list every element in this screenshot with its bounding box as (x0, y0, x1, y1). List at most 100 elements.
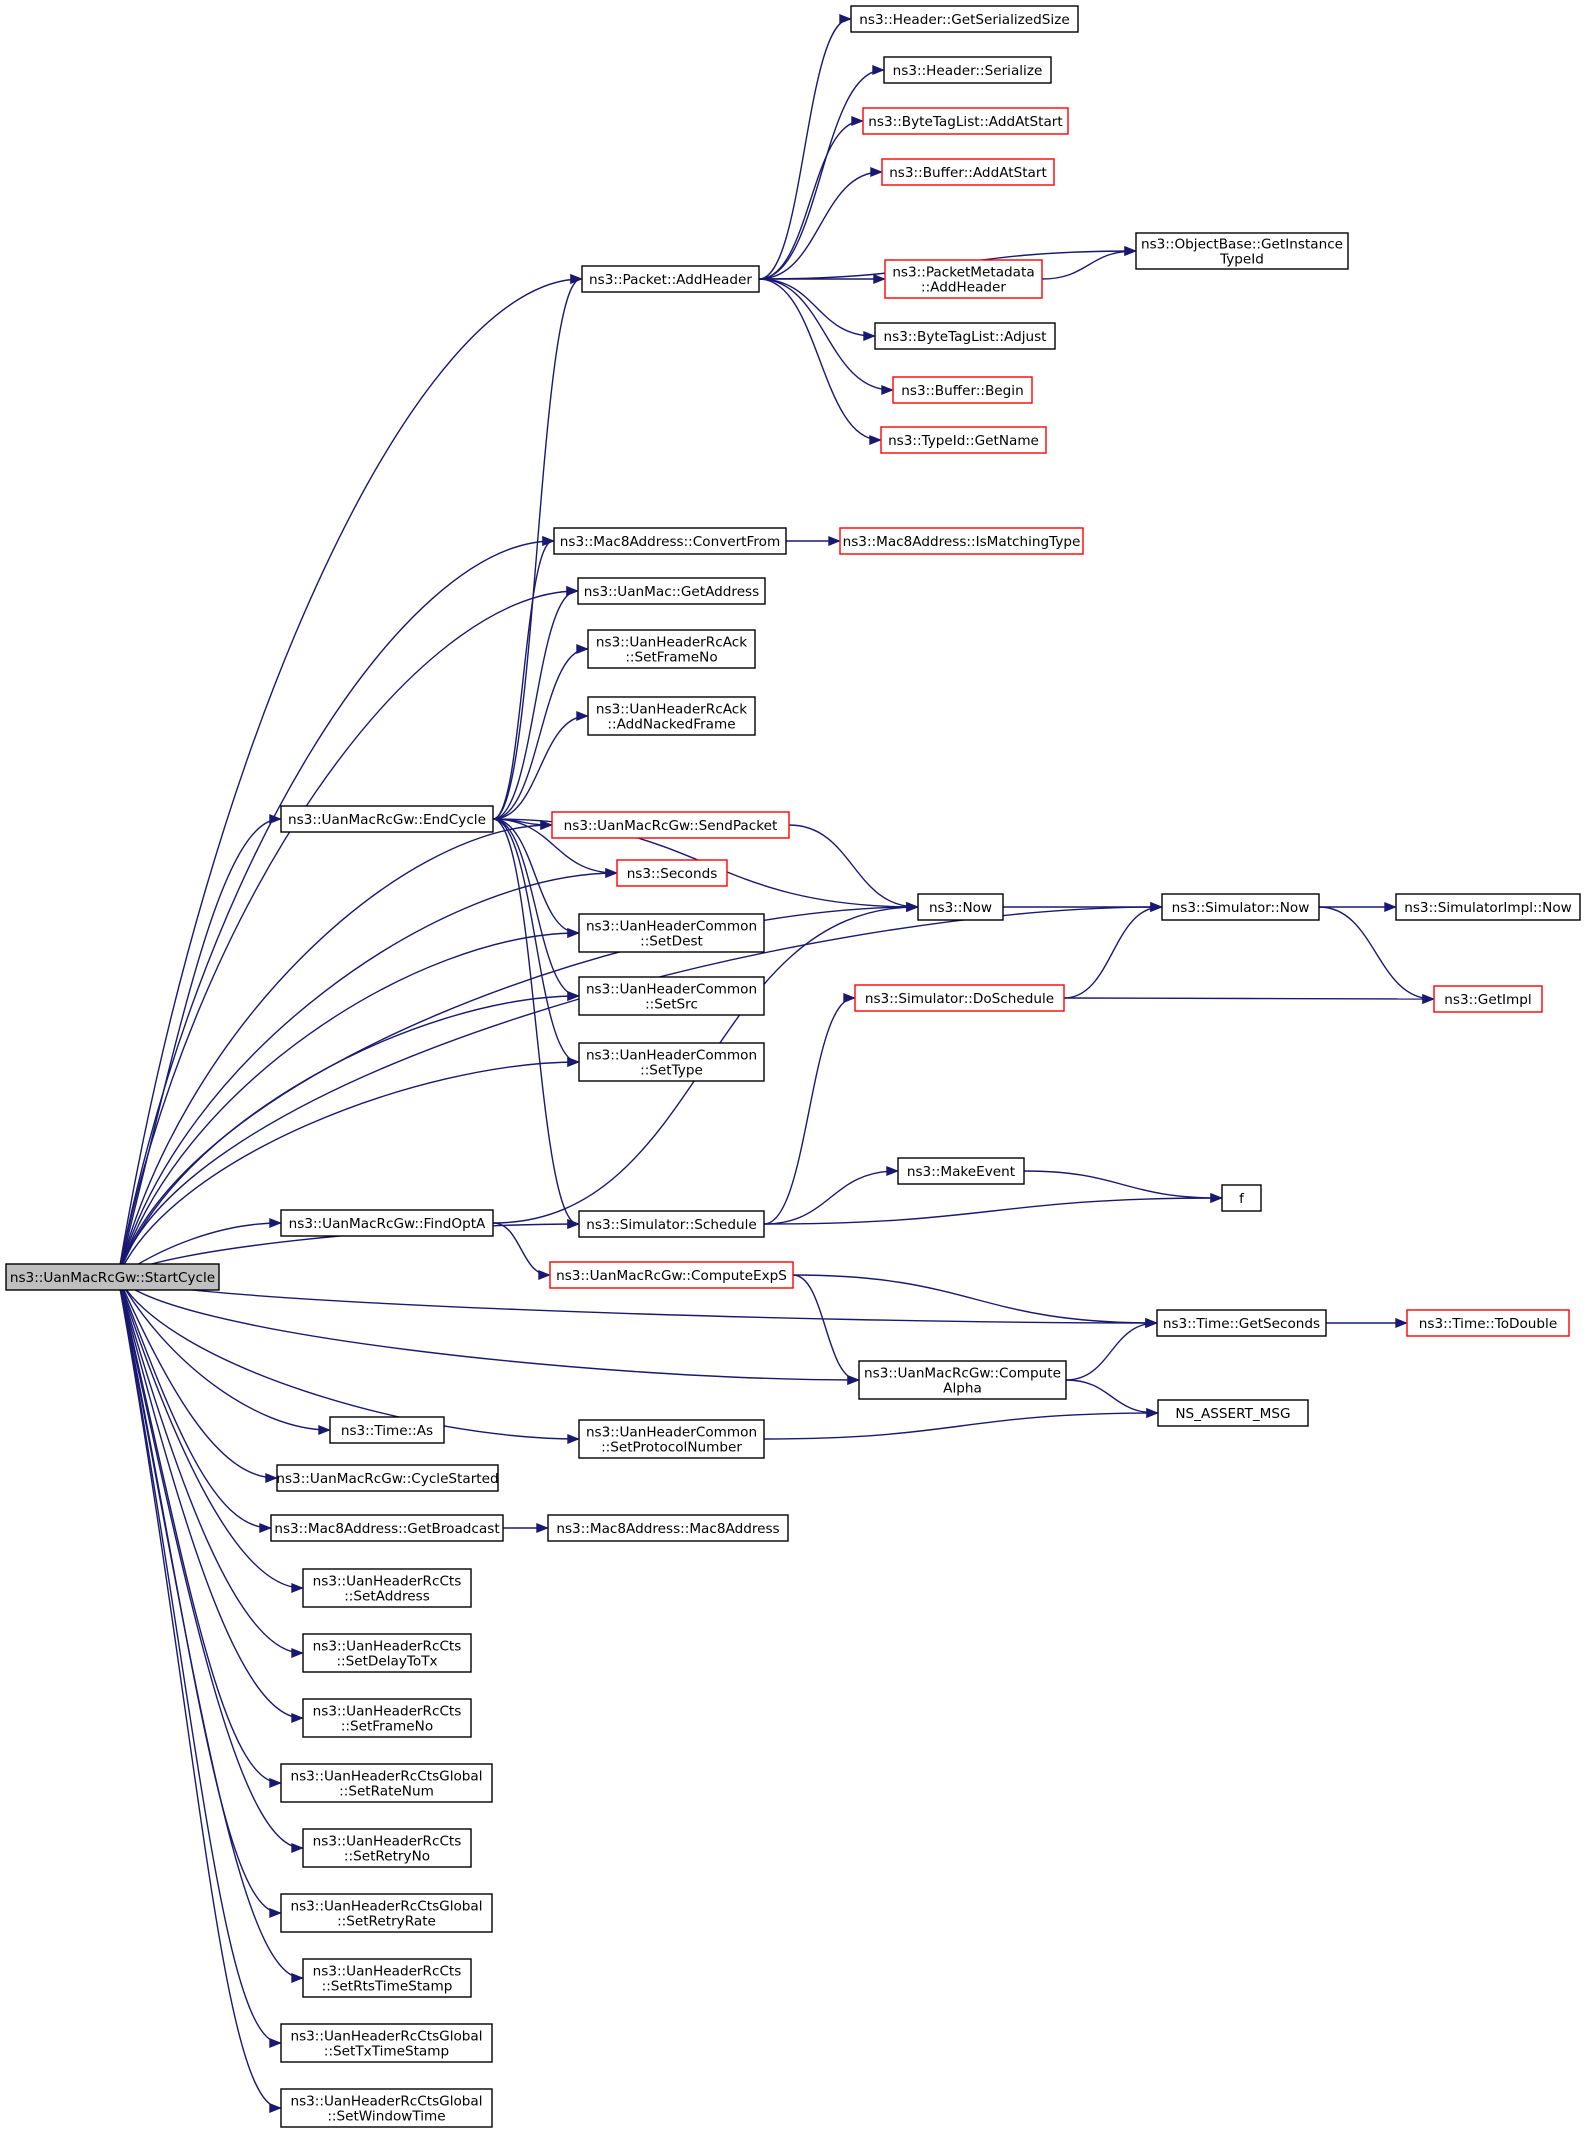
node-box-now (917, 893, 1004, 921)
node-typeid_getname[interactable]: ns3::TypeId::GetName (880, 426, 1047, 454)
node-endcycle[interactable]: ns3::UanMacRcGw::EndCycle (280, 805, 494, 833)
node-ctsg_setwindow[interactable]: ns3::UanHeaderRcCtsGlobal::SetWindowTime (280, 2088, 493, 2128)
node-root[interactable]: ns3::UanMacRcGw::StartCycle (5, 1263, 220, 1291)
arrowhead-endcycle-to-hc_setsrc (567, 990, 580, 1002)
node-doschedule[interactable]: ns3::Simulator::DoSchedule (854, 984, 1065, 1012)
node-cts_setdelay[interactable]: ns3::UanHeaderRcCts::SetDelayToTx (302, 1633, 472, 1673)
arrowhead-root-to-ctsg_settx (269, 2037, 282, 2049)
node-sim_now[interactable]: ns3::Simulator::Now (1161, 893, 1320, 921)
arrowhead-root-to-cts_setrts (291, 1972, 304, 1984)
node-pkt_addheader[interactable]: ns3::Packet::AddHeader (581, 265, 760, 293)
arrowhead-endcycle-to-sendpacket (540, 819, 553, 831)
node-label-ack_setframeno: ::SetFrameNo (625, 650, 717, 666)
node-ack_addnacked[interactable]: ns3::UanHeaderRcAck::AddNackedFrame (587, 696, 756, 736)
node-label-ctsg_setratenum: ::SetRateNum (339, 1784, 434, 1800)
node-ctsg_setratenum[interactable]: ns3::UanHeaderRcCtsGlobal::SetRateNum (280, 1763, 493, 1803)
node-label-hc_settype: ::SetType (640, 1063, 703, 1079)
node-label-ctsg_settx: ns3::UanHeaderRcCtsGlobal (290, 2029, 482, 2045)
node-getimpl[interactable]: ns3::GetImpl (1433, 985, 1543, 1013)
edge-root-to-m8_convertfrom (117, 540, 554, 1278)
node-makeevent[interactable]: ns3::MakeEvent (897, 1157, 1025, 1185)
node-hc_setdest[interactable]: ns3::UanHeaderCommon::SetDest (578, 913, 765, 953)
edge-root-to-ctsg_setwindow (117, 1276, 281, 2109)
node-label-pm_addheader: ::AddHeader (921, 280, 1006, 296)
node-box-buf_addatstart (881, 158, 1055, 186)
arrowhead-computeexps-to-computealpha (847, 1374, 860, 1386)
node-cyclestarted[interactable]: ns3::UanMacRcGw::CycleStarted (276, 1464, 499, 1492)
edge-endcycle-to-uanmac_getaddr (492, 590, 578, 820)
arrowhead-hc_setprotocol-to-ns_assert_msg (1146, 1407, 1159, 1419)
node-label-btl_addatstart: ns3::ByteTagList::AddAtStart (868, 114, 1062, 130)
arrowhead-pkt_addheader-to-hdr_serialize (872, 64, 885, 76)
node-buf_begin[interactable]: ns3::Buffer::Begin (892, 376, 1033, 404)
node-label-ctsg_setretryrate: ::SetRetryRate (337, 1914, 436, 1930)
node-box-m8_ismatching (839, 527, 1084, 555)
node-label-cts_setdelay: ns3::UanHeaderRcCts (313, 1639, 462, 1655)
node-cts_setrts[interactable]: ns3::UanHeaderRcCts::SetRtsTimeStamp (302, 1958, 472, 1998)
node-box-cts_setrts (302, 1958, 472, 1998)
node-label-m8_getbroadcast: ns3::Mac8Address::GetBroadcast (274, 1521, 499, 1537)
node-ctsg_setretryrate[interactable]: ns3::UanHeaderRcCtsGlobal::SetRetryRate (280, 1893, 493, 1933)
node-hc_settype[interactable]: ns3::UanHeaderCommon::SetType (578, 1042, 765, 1082)
node-time_getseconds[interactable]: ns3::Time::GetSeconds (1156, 1309, 1327, 1337)
arrowhead-root-to-hc_setprotocol (567, 1433, 580, 1445)
node-box-cts_setframeno (302, 1698, 472, 1738)
node-btl_addatstart[interactable]: ns3::ByteTagList::AddAtStart (862, 107, 1069, 135)
node-time_as[interactable]: ns3::Time::As (329, 1416, 445, 1444)
node-ctsg_settx[interactable]: ns3::UanHeaderRcCtsGlobal::SetTxTimeStam… (280, 2023, 493, 2063)
node-schedule[interactable]: ns3::Simulator::Schedule (578, 1210, 765, 1238)
node-time_todouble[interactable]: ns3::Time::ToDouble (1406, 1309, 1570, 1337)
edge-pm_addheader-to-ob_getinstance (1041, 250, 1136, 280)
node-hdr_serialize[interactable]: ns3::Header::Serialize (883, 56, 1052, 84)
node-f[interactable]: f (1221, 1184, 1262, 1212)
node-box-hc_settype (578, 1042, 765, 1082)
node-label-makeevent: ns3::MakeEvent (907, 1164, 1015, 1180)
node-hc_setprotocol[interactable]: ns3::UanHeaderCommon::SetProtocolNumber (578, 1419, 765, 1459)
node-cts_setaddress[interactable]: ns3::UanHeaderRcCts::SetAddress (302, 1568, 472, 1608)
node-m8_getbroadcast[interactable]: ns3::Mac8Address::GetBroadcast (270, 1514, 504, 1542)
node-btl_adjust[interactable]: ns3::ByteTagList::Adjust (874, 322, 1056, 350)
node-box-time_as (329, 1416, 445, 1444)
node-simimpl_now[interactable]: ns3::SimulatorImpl::Now (1395, 893, 1581, 921)
node-box-typeid_getname (880, 426, 1047, 454)
edge-schedule-to-makeevent (763, 1170, 898, 1225)
node-m8_mac8address[interactable]: ns3::Mac8Address::Mac8Address (547, 1514, 789, 1542)
node-label-m8_convertfrom: ns3::Mac8Address::ConvertFrom (560, 534, 780, 550)
node-ack_setframeno[interactable]: ns3::UanHeaderRcAck::SetFrameNo (587, 629, 756, 669)
node-uanmac_getaddr[interactable]: ns3::UanMac::GetAddress (577, 577, 766, 605)
arrowhead-pkt_addheader-to-buf_begin (881, 384, 894, 396)
node-seconds[interactable]: ns3::Seconds (616, 859, 728, 887)
edge-root-to-cts_setframeno (117, 1276, 303, 1719)
node-sendpacket[interactable]: ns3::UanMacRcGw::SendPacket (551, 811, 790, 839)
node-computeexps[interactable]: ns3::UanMacRcGw::ComputeExpS (549, 1261, 794, 1289)
node-findopta[interactable]: ns3::UanMacRcGw::FindOptA (280, 1209, 494, 1237)
arrowhead-endcycle-to-ack_setframeno (576, 643, 589, 655)
node-box-findopta (280, 1209, 494, 1237)
node-m8_convertfrom[interactable]: ns3::Mac8Address::ConvertFrom (553, 527, 787, 555)
node-label-ns_assert_msg: NS_ASSERT_MSG (1175, 1406, 1290, 1422)
node-box-time_todouble (1406, 1309, 1570, 1337)
node-m8_ismatching[interactable]: ns3::Mac8Address::IsMatchingType (839, 527, 1084, 555)
node-box-sendpacket (551, 811, 790, 839)
node-hdr_getsersize[interactable]: ns3::Header::GetSerializedSize (850, 5, 1079, 33)
node-label-ctsg_setwindow: ns3::UanHeaderRcCtsGlobal (290, 2094, 482, 2110)
node-cts_setframeno[interactable]: ns3::UanHeaderRcCts::SetFrameNo (302, 1698, 472, 1738)
edge-root-to-ctsg_setratenum (117, 1276, 281, 1784)
arrowhead-makeevent-to-f (1210, 1192, 1223, 1204)
edge-root-to-hc_setprotocol (117, 1276, 579, 1440)
node-ns_assert_msg[interactable]: NS_ASSERT_MSG (1157, 1399, 1309, 1427)
node-now[interactable]: ns3::Now (917, 893, 1004, 921)
node-label-time_todouble: ns3::Time::ToDouble (1419, 1316, 1557, 1332)
node-cts_setretryno[interactable]: ns3::UanHeaderRcCts::SetRetryNo (302, 1828, 472, 1868)
edge-endcycle-to-pkt_addheader (492, 278, 582, 820)
node-buf_addatstart[interactable]: ns3::Buffer::AddAtStart (881, 158, 1055, 186)
node-pm_addheader[interactable]: ns3::PacketMetadata::AddHeader (884, 259, 1043, 299)
node-label-cts_setaddress: ns3::UanHeaderRcCts (313, 1574, 462, 1590)
edge-root-to-endcycle (117, 818, 281, 1278)
node-hc_setsrc[interactable]: ns3::UanHeaderCommon::SetSrc (578, 976, 765, 1016)
arrowhead-root-to-ctsg_setwindow (269, 2102, 282, 2114)
arrowhead-m8_convertfrom-to-m8_ismatching (828, 535, 841, 547)
edge-computealpha-to-time_getseconds (1065, 1322, 1157, 1381)
